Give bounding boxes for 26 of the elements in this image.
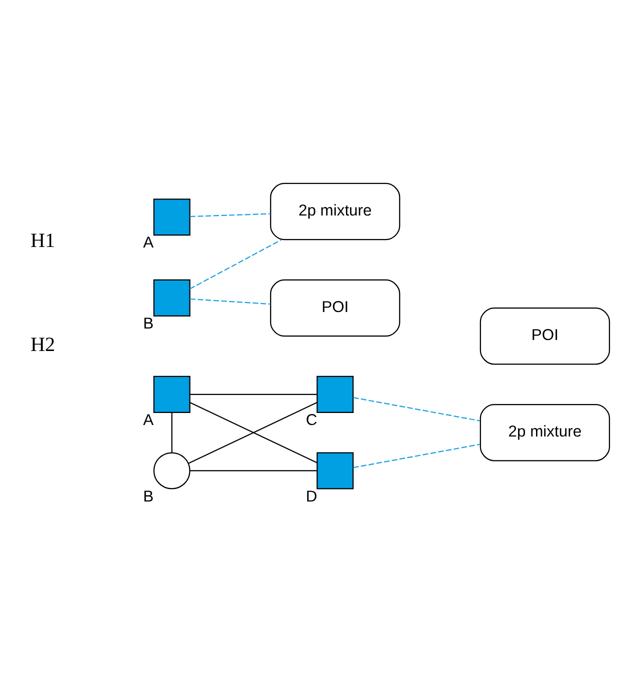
node-box xyxy=(153,279,190,316)
node-circle xyxy=(153,452,190,490)
connector xyxy=(190,298,271,305)
node-box xyxy=(316,376,354,413)
label: H2 xyxy=(30,334,56,356)
node-box: 2p mixture xyxy=(480,404,610,462)
node-box xyxy=(153,376,190,413)
node-label: C xyxy=(306,412,318,429)
node-box: POI xyxy=(270,279,400,337)
node-box: 2p mixture xyxy=(270,182,400,240)
node-label: A xyxy=(143,234,154,252)
connector xyxy=(190,239,282,290)
node-box xyxy=(316,452,354,490)
node-label: B xyxy=(143,315,154,332)
node-label: D xyxy=(306,488,318,506)
node-label: B xyxy=(143,488,154,506)
connector xyxy=(190,470,317,472)
label: H1 xyxy=(30,230,56,252)
connector xyxy=(190,394,317,395)
connector xyxy=(353,397,480,422)
node-label: A xyxy=(143,412,154,429)
connector xyxy=(353,444,480,468)
node-box xyxy=(153,198,190,236)
connector xyxy=(190,213,271,218)
connector xyxy=(171,412,172,453)
node-box: POI xyxy=(480,307,610,365)
